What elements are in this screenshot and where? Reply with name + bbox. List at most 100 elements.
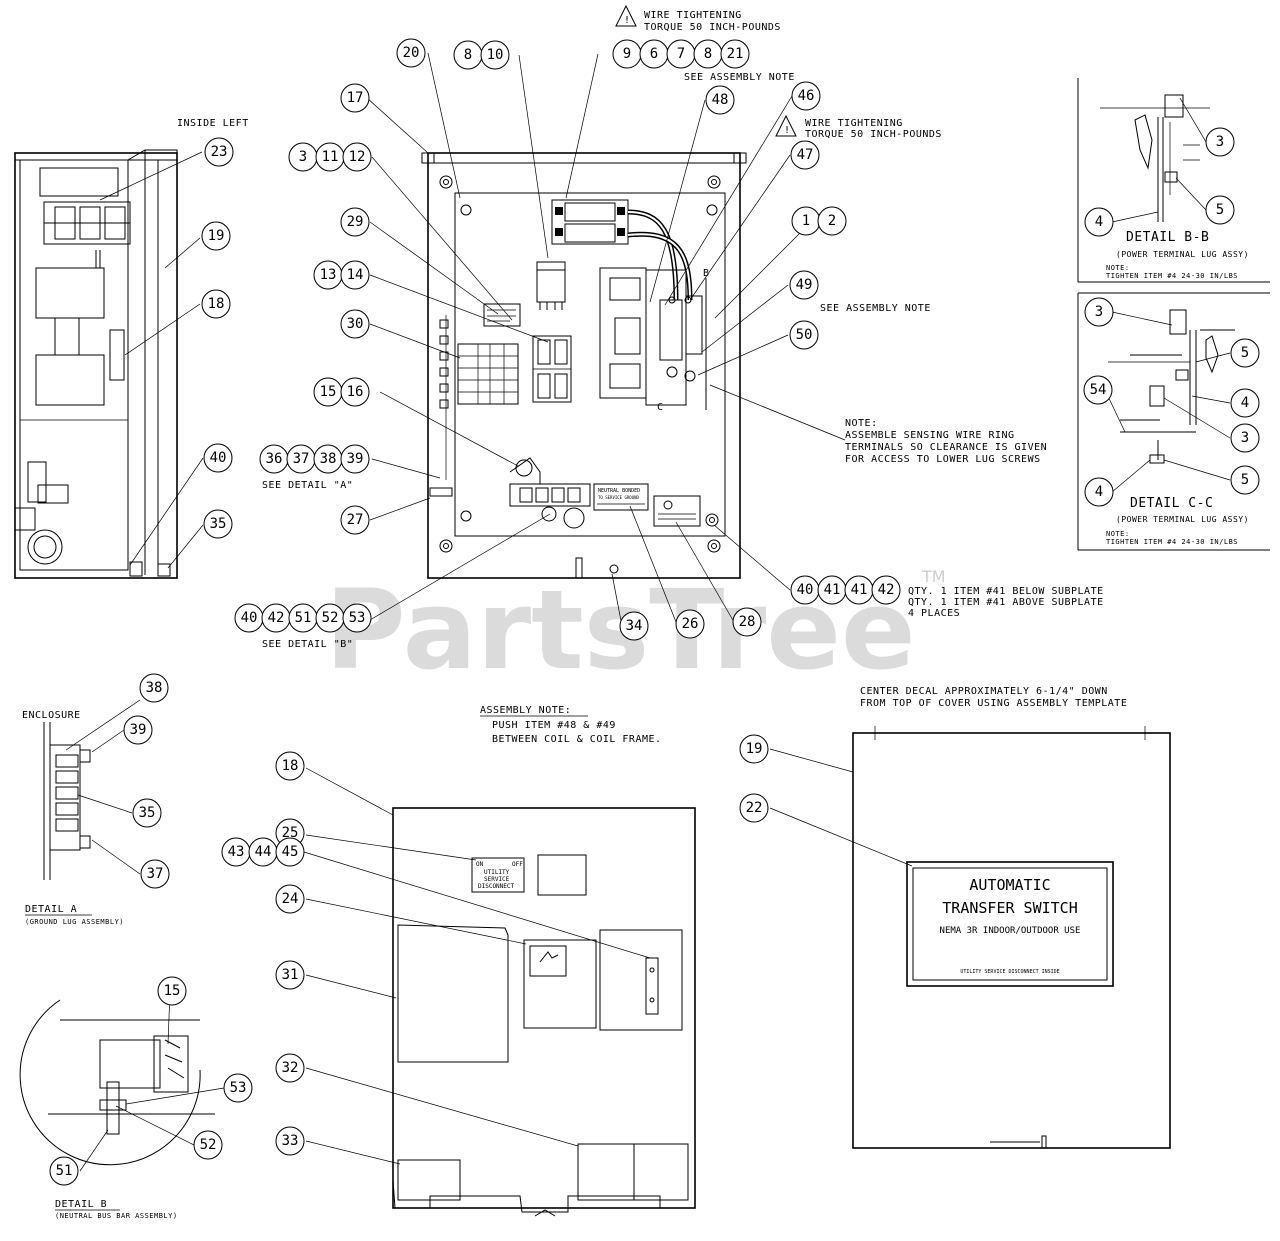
callout-10-num: 10 <box>487 47 504 63</box>
callout-27: 27 <box>340 505 370 535</box>
callout-29: 29 <box>340 207 370 237</box>
callout-37b-num: 37 <box>147 866 164 882</box>
callout-43-num: 43 <box>228 844 245 860</box>
decal-line2: TRANSFER SWITCH <box>942 899 1077 917</box>
svg-text:B: B <box>703 268 710 279</box>
callout-41b-num: 41 <box>851 582 868 598</box>
callout-4a-num: 4 <box>1095 214 1103 230</box>
callout-26-num: 26 <box>682 616 699 632</box>
callout-35: 35 <box>203 509 233 539</box>
callout-14-num: 14 <box>347 267 364 283</box>
callout-31-num: 31 <box>282 967 299 983</box>
utility-l1: UTILITY <box>484 869 510 876</box>
callout-41a: 41 <box>817 575 847 605</box>
callout-40b-num: 40 <box>797 582 814 598</box>
detail-cc-note1: NOTE: <box>1106 530 1130 538</box>
callout-13: 13 <box>313 260 343 290</box>
callout-15b-num: 15 <box>164 983 181 999</box>
callout-22: 22 <box>739 793 769 823</box>
callout-4c-num: 4 <box>1095 484 1103 500</box>
see-detail-a: SEE DETAIL "A" <box>262 480 353 491</box>
callout-17-num: 17 <box>347 90 364 106</box>
callout-18: 18 <box>201 289 231 319</box>
see-assembly-note-1: SEE ASSEMBLY NOTE <box>684 72 795 83</box>
callout-35-num: 35 <box>210 516 227 532</box>
callout-28-num: 28 <box>739 614 756 630</box>
inside-left-view: INSIDE LEFT <box>14 118 249 579</box>
callout-53b-num: 53 <box>230 1080 247 1096</box>
assembly-note-line2: BETWEEN COIL & COIL FRAME. <box>492 734 662 745</box>
callout-54: 54 <box>1083 375 1113 405</box>
callout-28: 28 <box>732 607 762 637</box>
callout-34: 34 <box>619 611 649 641</box>
callout-5c: 5 <box>1230 465 1260 495</box>
callout-29-num: 29 <box>347 214 364 230</box>
leader-lines <box>65 52 1231 1172</box>
decal-line3: NEMA 3R INDOOR/OUTDOOR USE <box>940 926 1081 936</box>
callout-17: 17 <box>340 83 370 113</box>
callout-31: 31 <box>275 960 305 990</box>
callout-26: 26 <box>675 609 705 639</box>
detail-cc: DETAIL C-C (POWER TERMINAL LUG ASSY) NOT… <box>1077 292 1270 551</box>
callout-15-num: 15 <box>320 384 337 400</box>
callout-20: 20 <box>396 38 426 68</box>
detail-bb-note1: NOTE: <box>1106 264 1130 272</box>
callout-37b: 37 <box>140 859 170 889</box>
callout-50-num: 50 <box>796 327 813 343</box>
sensing-note-4: FOR ACCESS TO LOWER LUG SCREWS <box>845 454 1041 465</box>
callout-40b: 40 <box>790 575 820 605</box>
wire-torque-note1-a: WIRE TIGHTENING <box>644 10 742 21</box>
callout-53a: 53 <box>342 603 372 633</box>
callout-4a: 4 <box>1084 207 1114 237</box>
callout-52b: 52 <box>193 1130 223 1160</box>
callout-19b: 19 <box>739 734 769 764</box>
inside-left-label: INSIDE LEFT <box>177 118 249 129</box>
callout-15b: 15 <box>157 976 187 1006</box>
callout-39b-num: 39 <box>130 722 147 738</box>
callout-3c-num: 3 <box>1095 304 1103 320</box>
callout-24: 24 <box>275 884 305 914</box>
callout-34-num: 34 <box>626 618 643 634</box>
callout-19: 19 <box>201 221 231 251</box>
cover-view: AUTOMATIC TRANSFER SWITCH NEMA 3R INDOOR… <box>852 726 1171 1149</box>
detail-bb: DETAIL B-B (POWER TERMINAL LUG ASSY) NOT… <box>1077 78 1270 283</box>
callout-14: 14 <box>340 260 370 290</box>
callout-50: 50 <box>789 320 819 350</box>
callout-41b: 41 <box>844 575 874 605</box>
callout-51a: 51 <box>288 603 318 633</box>
utility-l3: DISCONNECT <box>478 883 515 890</box>
callout-15: 15 <box>313 377 343 407</box>
callout-4b-num: 4 <box>1241 395 1249 411</box>
callout-16: 16 <box>340 377 370 407</box>
callout-8-num: 8 <box>464 47 472 63</box>
wire-torque-note2-a: WIRE TIGHTENING <box>805 118 903 129</box>
callout-44-num: 44 <box>255 844 272 860</box>
callout-11-num: 11 <box>322 149 339 165</box>
callout-52a: 52 <box>315 603 345 633</box>
detail-cc-note2: TIGHTEN ITEM #4 24-30 IN/LBS <box>1106 538 1238 546</box>
callout-49: 49 <box>789 270 819 300</box>
callout-21-num: 21 <box>727 46 744 62</box>
callout-53a-num: 53 <box>349 610 366 626</box>
qty-note-3: 4 PLACES <box>908 608 960 619</box>
callout-3d: 3 <box>1230 423 1260 453</box>
detail-cc-title: DETAIL C-C <box>1130 496 1213 511</box>
callout-21: 21 <box>720 39 750 69</box>
callout-47: 47 <box>790 140 820 170</box>
callout-45-num: 45 <box>282 844 299 860</box>
callout-42b-num: 42 <box>268 610 285 626</box>
detail-a: ENCLOSURE DETAIL A (GROUND LUG ASSEMBLY) <box>22 710 124 926</box>
callout-53b: 53 <box>223 1073 253 1103</box>
callout-32: 32 <box>275 1053 305 1083</box>
callout-39b: 39 <box>123 715 153 745</box>
assembly-note-title: ASSEMBLY NOTE: <box>480 705 571 716</box>
callout-33-num: 33 <box>282 1133 299 1149</box>
callout-40: 40 <box>203 443 233 473</box>
callout-7: 7 <box>666 39 696 69</box>
main-enclosure: B C NEUTRAL BONDED TO SERVICE GROUND <box>421 152 747 579</box>
detail-cc-sub: (POWER TERMINAL LUG ASSY) <box>1116 515 1249 524</box>
qty-note-1: QTY. 1 ITEM #41 BELOW SUBPLATE <box>908 586 1104 597</box>
center-decal-note2: FROM TOP OF COVER USING ASSEMBLY TEMPLAT… <box>860 698 1127 709</box>
callout-39a-num: 39 <box>347 451 364 467</box>
